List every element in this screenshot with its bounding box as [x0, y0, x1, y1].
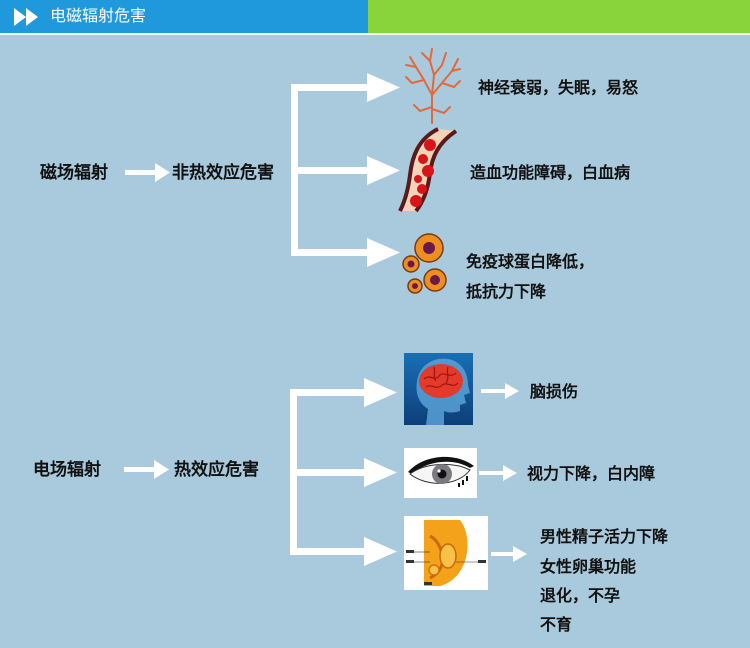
reproductive-organ-icon [404, 516, 488, 590]
effect-label-repro-2: 女性卵巢功能 [540, 557, 637, 576]
nerve-icon [405, 48, 461, 124]
header-green-band [368, 0, 750, 33]
effect-label-repro-4: 不育 [540, 615, 573, 634]
cell-icon [402, 233, 447, 294]
eye-icon [404, 448, 477, 498]
magnetic-source-label: 磁场辐射 [40, 163, 108, 183]
effect-label-blood: 造血功能障碍，白血病 [470, 163, 631, 182]
header-blue-band [0, 0, 368, 33]
effect-label-immune-2: 抵抗力下降 [466, 282, 547, 301]
effect-label-repro-3: 退化，不孕 [540, 586, 621, 605]
effect-label-immune-1: 免疫球蛋白降低， [466, 252, 595, 271]
electric-category-label: 热效应危害 [174, 460, 259, 480]
effect-label-nerve: 神经衰弱，失眠，易怒 [478, 78, 639, 97]
double-arrow-icon [14, 8, 38, 26]
brain-icon [404, 353, 473, 425]
effect-label-repro-1: 男性精子活力下降 [540, 527, 669, 546]
electric-source-label: 电场辐射 [33, 460, 101, 480]
header-bar: 电磁辐射危害 [0, 0, 750, 33]
header-divider [0, 33, 750, 35]
blood-vessel-icon [398, 127, 458, 213]
magnetic-category-label: 非热效应危害 [172, 163, 274, 183]
effect-label-eye: 视力下降，白内障 [527, 464, 656, 483]
header-title: 电磁辐射危害 [50, 6, 147, 25]
effect-label-brain: 脑损伤 [530, 382, 579, 401]
